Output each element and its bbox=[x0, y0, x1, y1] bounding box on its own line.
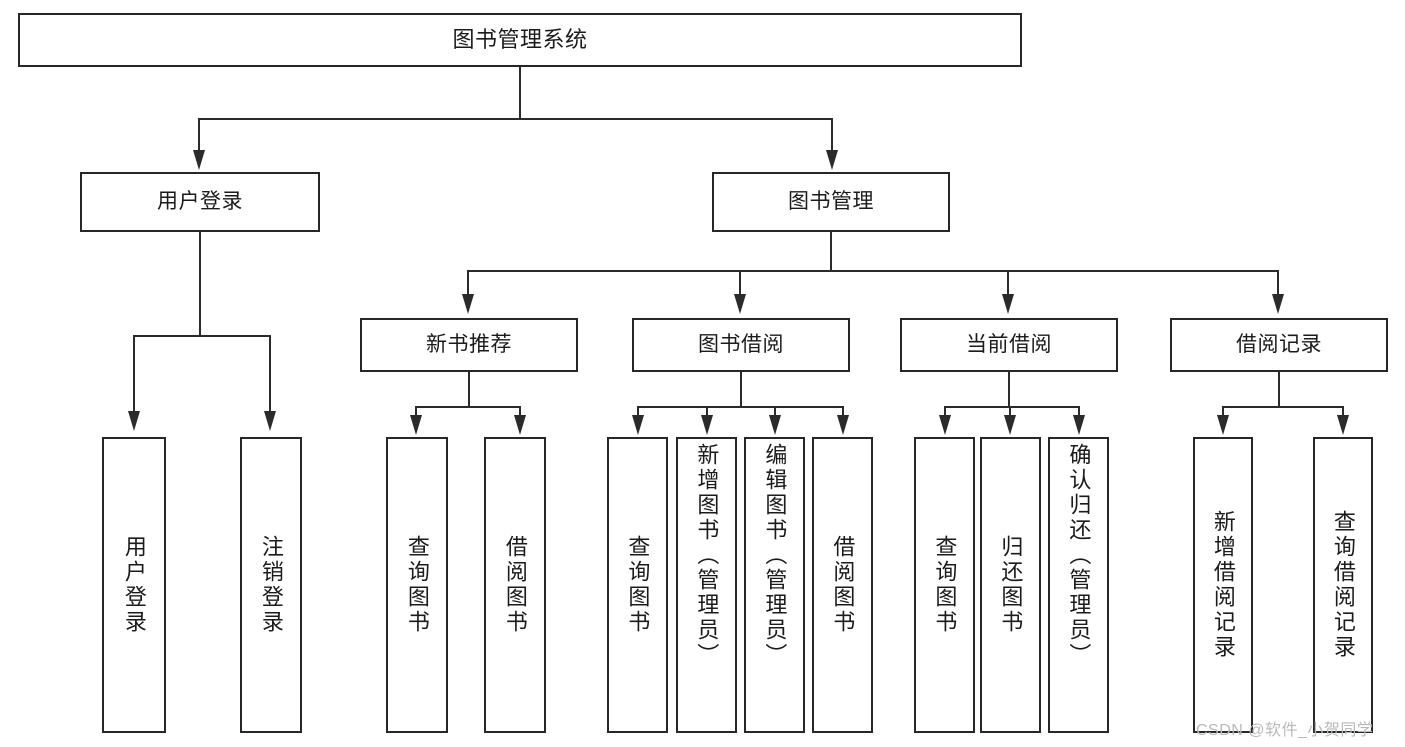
arrowhead-leaf-user-login bbox=[128, 411, 140, 431]
leaf-return-book[interactable]: 归还图书 bbox=[980, 437, 1041, 733]
arrowhead-leaf-return-book bbox=[1004, 415, 1016, 435]
leaf-query-book-borrow[interactable]: 查询图书 bbox=[607, 437, 668, 733]
arrowhead-leaf-edit-book bbox=[769, 415, 781, 435]
arrowhead-user-login bbox=[193, 150, 205, 170]
node-label: 当前借阅 bbox=[966, 332, 1052, 356]
leaf-query-book-new-rec[interactable]: 查询图书 bbox=[386, 437, 448, 733]
leaf-edit-book-admin[interactable]: 编辑图书（管理员） bbox=[744, 437, 805, 733]
leaf-label: 归还图书 bbox=[998, 535, 1024, 635]
connector-book-borrow-stem bbox=[740, 372, 742, 408]
connector-drop-leaf-query-record bbox=[1342, 406, 1344, 418]
connector-drop-leaf-return-book bbox=[1009, 406, 1011, 418]
connector-drop-leaf-user-logout bbox=[269, 335, 271, 413]
leaf-query-book-current[interactable]: 查询图书 bbox=[914, 437, 975, 733]
connector-drop-leaf-borrow-book-2 bbox=[842, 406, 844, 418]
arrowhead-leaf-borrow-book-2 bbox=[837, 415, 849, 435]
connector-root-stem bbox=[519, 67, 521, 119]
connector-drop-leaf-confirm-return bbox=[1078, 406, 1080, 418]
leaf-label: 用户登录 bbox=[121, 535, 147, 635]
connector-level2-bus bbox=[467, 270, 1279, 272]
arrowhead-leaf-query-book-1 bbox=[410, 415, 422, 435]
connector-drop-user-login bbox=[198, 118, 200, 152]
arrowhead-leaf-query-record bbox=[1337, 415, 1349, 435]
connector-book-borrow-bus bbox=[637, 406, 844, 408]
leaf-label: 查询图书 bbox=[625, 535, 651, 635]
connector-drop-leaf-add-record bbox=[1222, 406, 1224, 418]
connector-drop-leaf-query-book-3 bbox=[944, 406, 946, 418]
connector-drop-book-borrow bbox=[739, 270, 741, 296]
connector-user-login-stem bbox=[199, 232, 201, 336]
leaf-confirm-return-admin[interactable]: 确认归还（管理员） bbox=[1048, 437, 1109, 733]
node-root-system[interactable]: 图书管理系统 bbox=[18, 13, 1022, 67]
arrowhead-book-borrow bbox=[734, 294, 746, 314]
node-label: 新书推荐 bbox=[426, 332, 512, 356]
connector-borrow-record-stem bbox=[1278, 372, 1280, 408]
leaf-add-borrow-record[interactable]: 新增借阅记录 bbox=[1193, 437, 1253, 733]
leaf-label: 新增图书（管理员） bbox=[694, 443, 720, 668]
arrowhead-leaf-borrow-book-1 bbox=[514, 415, 526, 435]
connector-book-manage-stem bbox=[830, 232, 832, 272]
leaf-label: 查询图书 bbox=[932, 535, 958, 635]
leaf-label: 借阅图书 bbox=[502, 535, 528, 635]
node-label: 用户登录 bbox=[157, 189, 243, 213]
connector-drop-new-book-rec bbox=[467, 270, 469, 296]
arrowhead-book-manage bbox=[826, 150, 838, 170]
node-new-book-rec[interactable]: 新书推荐 bbox=[360, 318, 578, 372]
node-book-manage[interactable]: 图书管理 bbox=[712, 172, 950, 232]
connector-new-book-rec-stem bbox=[468, 372, 470, 408]
leaf-add-book-admin[interactable]: 新增图书（管理员） bbox=[676, 437, 737, 733]
arrowhead-leaf-add-record bbox=[1217, 415, 1229, 435]
arrowhead-leaf-query-book-3 bbox=[939, 415, 951, 435]
leaf-label: 借阅图书 bbox=[830, 535, 856, 635]
arrowhead-current-borrow bbox=[1002, 294, 1014, 314]
connector-drop-leaf-query-book-2 bbox=[637, 406, 639, 418]
arrowhead-leaf-add-book bbox=[701, 415, 713, 435]
node-label: 借阅记录 bbox=[1236, 332, 1322, 356]
leaf-user-logout[interactable]: 注销登录 bbox=[240, 437, 302, 733]
leaf-user-login[interactable]: 用户登录 bbox=[102, 437, 166, 733]
node-label: 图书管理系统 bbox=[452, 27, 588, 53]
leaf-borrow-book-borrow[interactable]: 借阅图书 bbox=[812, 437, 873, 733]
connector-borrow-record-bus bbox=[1222, 406, 1344, 408]
leaf-label: 新增借阅记录 bbox=[1210, 510, 1236, 660]
leaf-label: 查询图书 bbox=[404, 535, 430, 635]
connector-new-book-rec-bus bbox=[415, 406, 521, 408]
connector-drop-leaf-borrow-book-1 bbox=[519, 406, 521, 418]
arrowhead-leaf-query-book-2 bbox=[632, 415, 644, 435]
connector-drop-leaf-add-book bbox=[706, 406, 708, 418]
connector-current-borrow-bus bbox=[944, 406, 1080, 408]
leaf-label: 编辑图书（管理员） bbox=[762, 443, 788, 668]
node-label: 图书借阅 bbox=[698, 332, 784, 356]
leaf-borrow-book-new-rec[interactable]: 借阅图书 bbox=[484, 437, 546, 733]
connector-drop-book-manage bbox=[831, 118, 833, 152]
connector-drop-borrow-record bbox=[1277, 270, 1279, 296]
connector-user-login-bus bbox=[133, 335, 271, 337]
leaf-label: 查询借阅记录 bbox=[1330, 510, 1356, 660]
node-label: 图书管理 bbox=[788, 189, 874, 213]
leaf-label: 注销登录 bbox=[258, 535, 284, 635]
arrowhead-new-book-rec bbox=[462, 294, 474, 314]
connector-current-borrow-stem bbox=[1008, 372, 1010, 408]
node-book-borrow[interactable]: 图书借阅 bbox=[632, 318, 850, 372]
node-current-borrow[interactable]: 当前借阅 bbox=[900, 318, 1118, 372]
connector-drop-leaf-user-login bbox=[133, 335, 135, 413]
arrowhead-leaf-confirm-return bbox=[1073, 415, 1085, 435]
leaf-query-borrow-record[interactable]: 查询借阅记录 bbox=[1313, 437, 1373, 733]
leaf-label: 确认归还（管理员） bbox=[1066, 443, 1092, 668]
connector-drop-leaf-edit-book bbox=[774, 406, 776, 418]
node-borrow-record[interactable]: 借阅记录 bbox=[1170, 318, 1388, 372]
node-user-login[interactable]: 用户登录 bbox=[80, 172, 320, 232]
connector-level1-bus bbox=[198, 118, 833, 120]
arrowhead-borrow-record bbox=[1272, 294, 1284, 314]
arrowhead-leaf-user-logout bbox=[264, 411, 276, 431]
connector-drop-leaf-query-book-1 bbox=[415, 406, 417, 418]
connector-drop-current-borrow bbox=[1007, 270, 1009, 296]
